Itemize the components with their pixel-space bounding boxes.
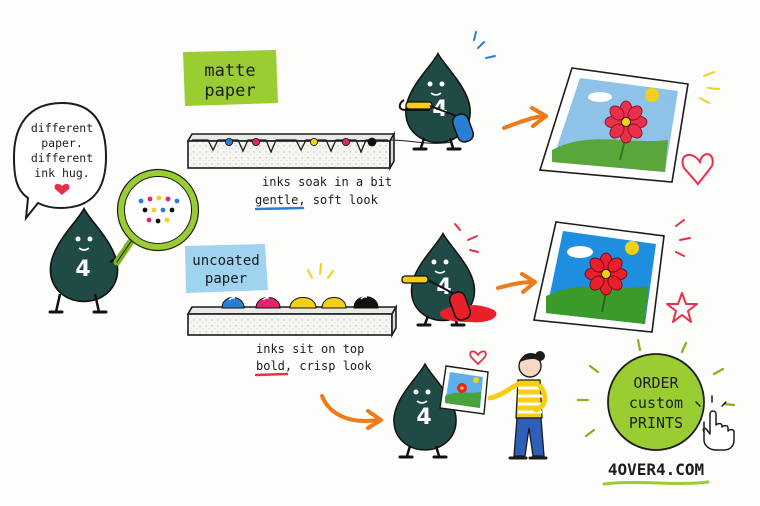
uncoated-caption-line-1: inks sit on top	[256, 342, 364, 356]
uncoated-caption-highlight: bold	[256, 359, 285, 373]
uncoated-label-line-2: paper	[205, 271, 247, 287]
arrow-matte	[502, 114, 545, 130]
matte-paper-block	[186, 130, 396, 172]
mascot-bottom: 4	[393, 363, 457, 459]
motion-lines-top	[473, 31, 496, 59]
handed-print	[439, 365, 489, 415]
cta-line-3: PRINTS	[629, 414, 683, 432]
uncoated-caption-rest: , crisp look	[285, 359, 372, 373]
matte-caption-rest: , soft look	[298, 193, 378, 207]
arrow-uncoated	[496, 280, 534, 290]
person-figure	[487, 351, 548, 460]
heart-icon-small	[469, 350, 487, 366]
bubble-line-1: different	[31, 121, 93, 135]
website-link[interactable]: 4OVER4.COM	[608, 460, 704, 479]
mascot-magnifier: 4	[48, 207, 128, 314]
bubble-line-2: paper.	[41, 136, 83, 150]
order-prints-button[interactable]: ORDER custom PRINTS	[607, 353, 705, 451]
uncoated-caption-line-2: bold, crisp look	[256, 359, 372, 373]
star-icon	[666, 292, 698, 323]
flower-print-icon	[538, 67, 689, 183]
uncoated-paper-block	[186, 296, 398, 339]
flower-print-icon-bold	[533, 221, 665, 333]
cta-line-1: ORDER	[633, 374, 679, 392]
cta-burst-lines	[576, 338, 736, 438]
magnifier-dots	[138, 195, 180, 224]
matte-label-line-2: paper	[204, 81, 255, 101]
uncoated-label-line-1: uncoated	[192, 253, 259, 269]
ink-roller-icon	[389, 101, 475, 144]
speech-bubble-icon	[12, 101, 108, 222]
shine-lines	[307, 263, 334, 279]
motion-lines-middle	[454, 223, 479, 253]
cta-line-2: custom	[629, 394, 683, 412]
magnifier-icon	[113, 168, 200, 266]
uncoated-label	[185, 244, 268, 293]
bubble-line-4: ink hug.	[34, 166, 89, 180]
matte-label	[183, 50, 278, 106]
matte-caption-highlight: gentle	[255, 193, 298, 207]
bubble-line-3: different	[31, 151, 93, 165]
matte-label-line-1: matte	[204, 61, 255, 81]
matte-caption-line-2: gentle, soft look	[255, 193, 379, 207]
arrow-bottom	[320, 394, 380, 423]
matte-caption-line-1: inks soak in a bit	[262, 175, 392, 189]
ink-roller-icon-red	[401, 275, 497, 323]
hand-cursor-icon	[695, 395, 735, 451]
heart-icon	[54, 183, 70, 195]
mascot-badge-bottom: 4	[416, 405, 431, 430]
sparkle-lines	[699, 71, 720, 104]
mascot-badge-left: 4	[75, 257, 90, 282]
sparkle-lines-red	[675, 219, 691, 257]
heart-icon-large	[681, 153, 714, 186]
